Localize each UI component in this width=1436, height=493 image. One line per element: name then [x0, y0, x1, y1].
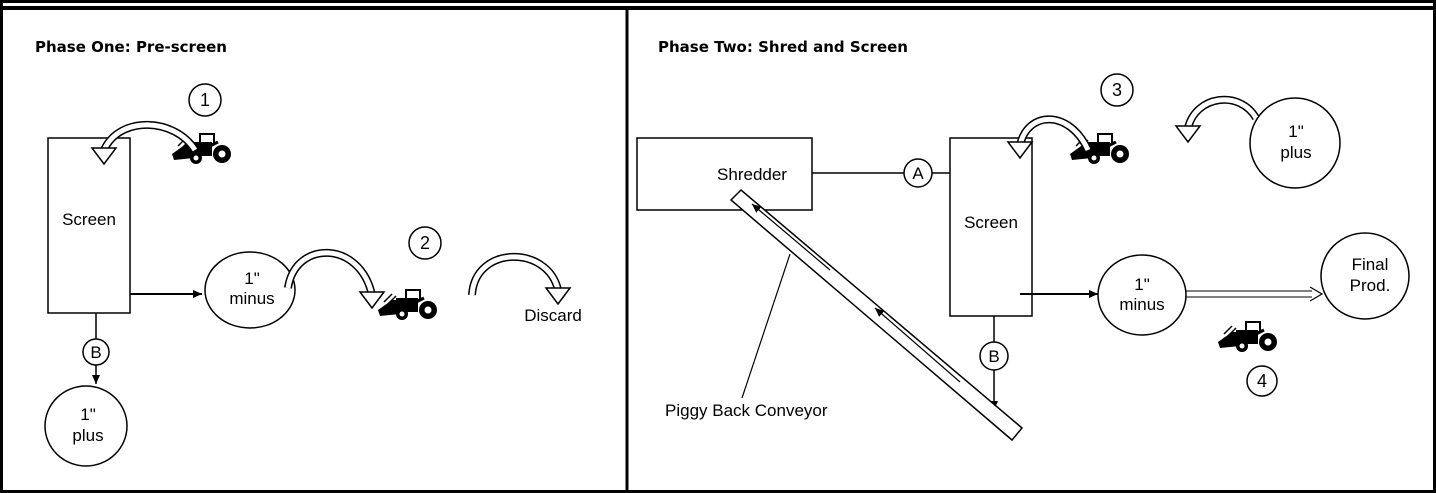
phase-one-plus-line1: 1" [80, 405, 96, 424]
conveyor-leader-line [742, 254, 790, 398]
phase-two-minus-line2: minus [1119, 295, 1164, 314]
conveyor-flow-arrow-1 [875, 308, 960, 382]
step-2-number: 2 [420, 233, 430, 253]
phase-one-screen-label: Screen [62, 210, 116, 229]
phase-two-plus-line1: 1" [1288, 122, 1304, 141]
discard-label: Discard [524, 306, 582, 325]
conveyor-label: Piggy Back Conveyor [665, 401, 828, 420]
front-loader-icon [378, 290, 437, 320]
step-3-number: 3 [1112, 80, 1122, 100]
phase-one-plus-line2: plus [72, 426, 103, 445]
final-product-line2: Prod. [1350, 276, 1391, 295]
loader-to-discard-arrow [472, 257, 558, 295]
minus-to-final-arrow [1310, 287, 1322, 301]
conveyor-flow-arrow-2 [752, 204, 830, 270]
phase-two-screen-label: Screen [964, 213, 1018, 232]
phase-two-title: Phase Two: Shred and Screen [658, 38, 908, 56]
phase-one-minus-line2: minus [229, 289, 274, 308]
front-loader-icon [1218, 322, 1277, 352]
marker-a: A [912, 164, 924, 183]
shredder-label: Shredder [717, 165, 787, 184]
phase-two-plus-line2: plus [1280, 143, 1311, 162]
phase-one-marker-b: B [90, 343, 101, 362]
minus-to-loader-arrow [288, 253, 372, 295]
phase-one-minus-line1: 1" [244, 269, 260, 288]
step-4-number: 4 [1257, 371, 1267, 391]
phase-two-minus-line1: 1" [1134, 275, 1150, 294]
step-1-number: 1 [200, 90, 210, 110]
phase-one-title: Phase One: Pre-screen [35, 38, 227, 56]
phase-two-marker-b: B [988, 347, 999, 366]
final-product-line1: Final [1352, 255, 1389, 274]
